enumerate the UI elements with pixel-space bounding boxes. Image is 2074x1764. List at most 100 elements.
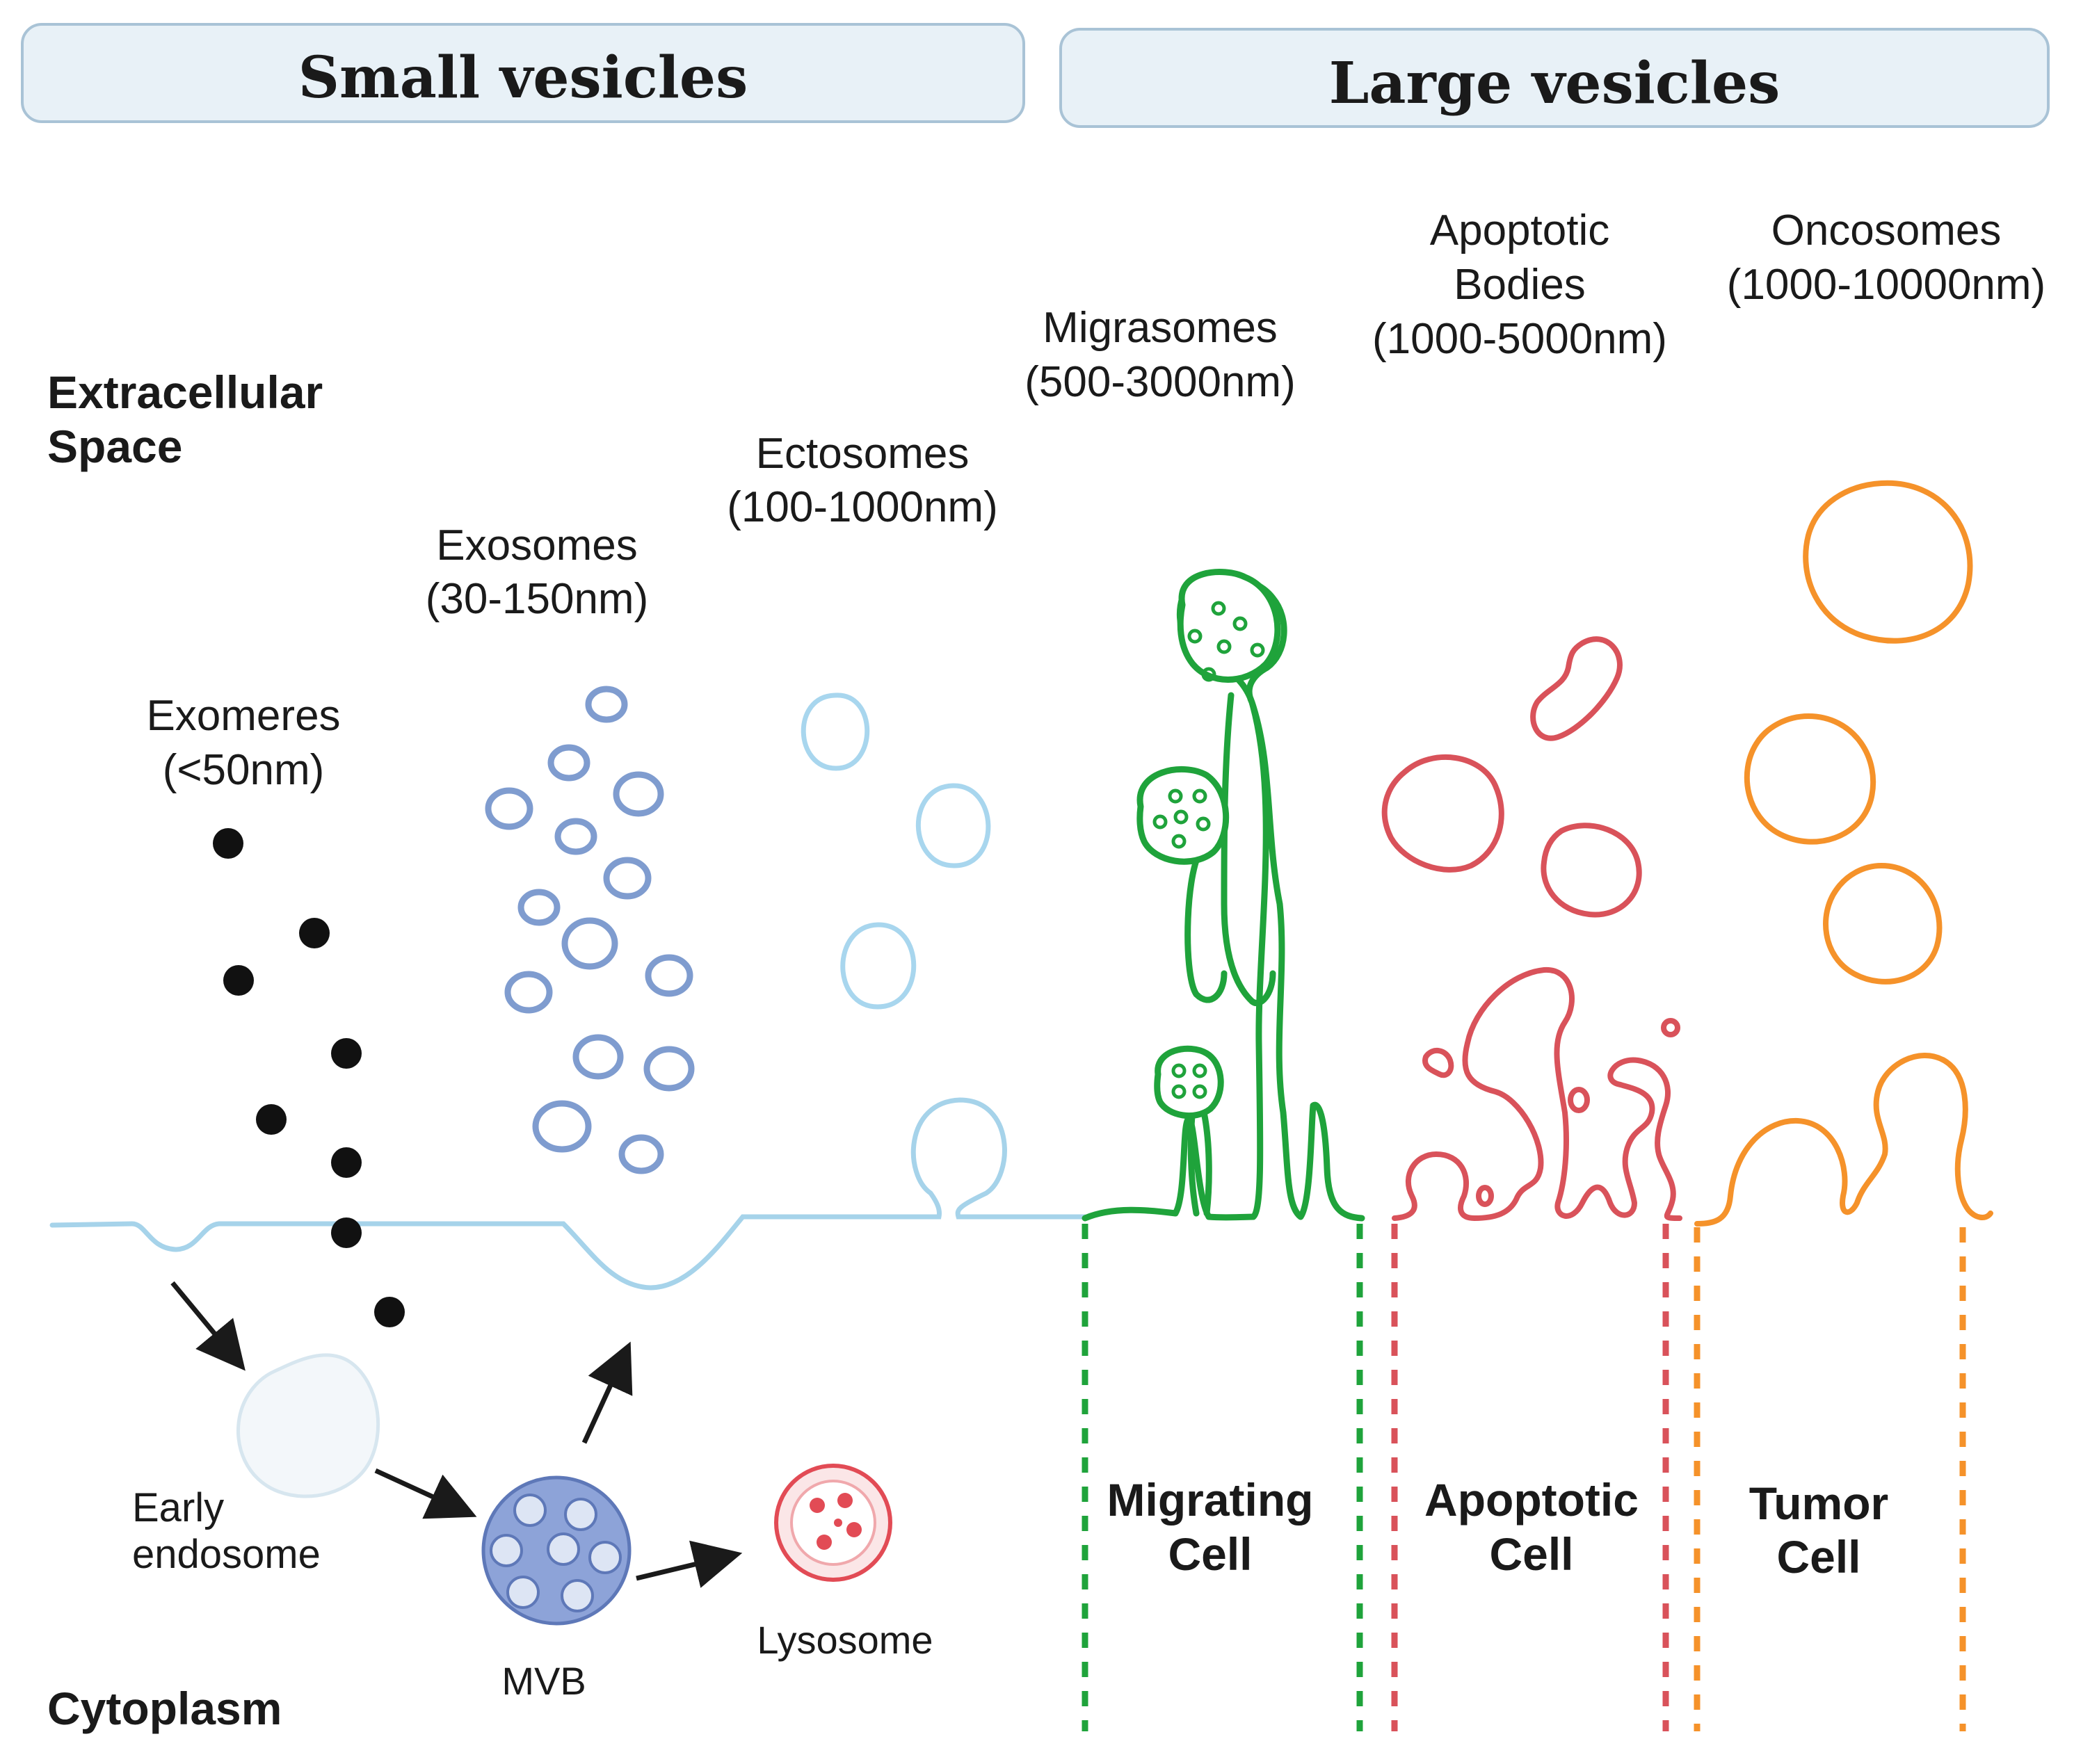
extracellular-label-line2: Space <box>47 421 182 472</box>
tumor-cell-label-line2: Cell <box>1776 1531 1860 1583</box>
migrasome-contents <box>1152 601 1265 1099</box>
exomere <box>223 965 254 996</box>
tumor-cell-border <box>1694 1227 1966 1731</box>
migrasome-cargo <box>1232 616 1248 631</box>
ectosomes <box>801 693 991 1010</box>
ectosomes-size: (100-1000nm) <box>727 483 997 531</box>
intraluminal-vesicle <box>547 1532 580 1566</box>
migrasome-cargo <box>1192 788 1207 804</box>
migrasome-cargo <box>1216 639 1232 654</box>
exosome <box>613 771 664 817</box>
migrasome <box>1136 766 1230 865</box>
lysosome-inner <box>790 1480 876 1566</box>
lysosome-enzyme <box>817 1535 832 1550</box>
exomeres <box>213 828 405 1327</box>
migrating-cell-label-line2: Cell <box>1168 1528 1252 1580</box>
apoptotic-body <box>1530 636 1623 741</box>
migrasome-cargo <box>1187 629 1203 644</box>
exosome <box>532 1100 592 1153</box>
migrasome-cargo <box>1168 788 1183 804</box>
lysosome-enzyme <box>837 1493 853 1508</box>
oncosomes-size: (1000-10000nm) <box>1727 261 2045 309</box>
oncosome <box>1803 480 1973 644</box>
exosomes-label: Exosomes <box>436 521 637 569</box>
oncosome-budding-membrane <box>1694 1052 1993 1227</box>
lysosome-contents <box>810 1493 862 1550</box>
migrasome <box>1177 569 1281 683</box>
lysosome-enzyme <box>834 1519 842 1527</box>
intraluminal-vesicle <box>561 1579 594 1612</box>
exomere <box>331 1217 362 1248</box>
migrating-cell <box>1082 569 1365 1222</box>
apoptotic-bodies-label-line1: Apoptotic <box>1430 207 1610 254</box>
migrasome-stalk <box>1221 692 1276 1006</box>
apoptotic-fragment <box>1661 1018 1680 1037</box>
exosome <box>504 971 553 1014</box>
migrasome-cargo <box>1192 1084 1207 1099</box>
exomere <box>374 1297 405 1327</box>
mvb-intraluminal-vesicles <box>490 1494 622 1612</box>
migrasome-cargo <box>1152 814 1168 830</box>
large-vesicles-header: Large vesicles <box>1329 50 1780 117</box>
exosome <box>554 818 597 855</box>
exosome <box>645 954 693 997</box>
lysosome <box>774 1464 892 1582</box>
migrasome-cargo <box>1196 816 1211 832</box>
apoptotic-fragment <box>1476 1185 1494 1207</box>
exosome <box>572 1034 624 1080</box>
lysosome-label: Lysosome <box>757 1618 933 1662</box>
early-endosome <box>236 1353 380 1498</box>
apoptotic-cell <box>1381 636 1682 1221</box>
exosome <box>561 917 618 970</box>
exomere <box>256 1104 287 1135</box>
apoptotic-body <box>1381 754 1504 873</box>
apoptotic-body <box>1541 823 1642 918</box>
apoptotic-bodies-label-line2: Bodies <box>1454 261 1586 309</box>
exosomes <box>485 686 695 1174</box>
apoptotic-fragment <box>1422 1048 1454 1078</box>
migrasome-cargo <box>1192 1063 1207 1078</box>
exomere <box>331 1038 362 1069</box>
migrasome-cargo <box>1171 1063 1187 1078</box>
exosome <box>585 686 628 723</box>
migrasome-cargo <box>1250 642 1265 658</box>
exosome <box>517 889 561 926</box>
exomere <box>299 918 330 948</box>
early-endosome-label-line2: endosome <box>132 1532 321 1577</box>
mvb <box>481 1475 632 1626</box>
exosome <box>603 857 652 900</box>
exosome <box>618 1134 664 1174</box>
migrating-cell-border <box>1082 1224 1363 1731</box>
large-vesicles-header-box <box>1059 28 2050 128</box>
intraluminal-vesicle <box>588 1541 622 1574</box>
oncosome <box>1744 713 1876 845</box>
apoptotic-cell-border <box>1391 1224 1669 1731</box>
small-vesicles-header: Small vesicles <box>298 44 748 111</box>
migrasome-cargo <box>1173 809 1189 825</box>
exomere <box>331 1147 362 1178</box>
exomere <box>213 828 243 859</box>
intraluminal-vesicle <box>564 1498 597 1531</box>
migrasome-cargo <box>1171 834 1187 849</box>
small-vesicles-header-box <box>21 23 1025 123</box>
ectosome <box>801 693 870 771</box>
exosome <box>485 787 533 830</box>
migrating-cell-label-line1: Migrating <box>1107 1474 1314 1526</box>
migrasomes-label: Migrasomes <box>1043 304 1278 352</box>
oncosome <box>1823 863 1943 985</box>
intraluminal-vesicle <box>490 1534 523 1567</box>
lysosome-enzyme <box>846 1522 862 1537</box>
exomeres-label: Exomeres <box>146 692 340 740</box>
apoptotic-fragment <box>1568 1087 1590 1113</box>
apoptotic-cell-label-line1: Apoptotic <box>1424 1474 1639 1526</box>
migrasomes-size: (500-3000nm) <box>1024 358 1295 406</box>
tumor-cell <box>1694 480 1993 1227</box>
intraluminal-vesicle <box>506 1576 540 1609</box>
pathway-arrows <box>170 1281 743 1588</box>
lysosome-enzyme <box>810 1498 825 1513</box>
mvb-exocytosis-arrow <box>581 1341 633 1444</box>
plasma-membrane <box>49 1097 1088 1290</box>
exosomes-size: (30-150nm) <box>426 575 648 623</box>
migrasome-stalk <box>1187 1106 1200 1217</box>
